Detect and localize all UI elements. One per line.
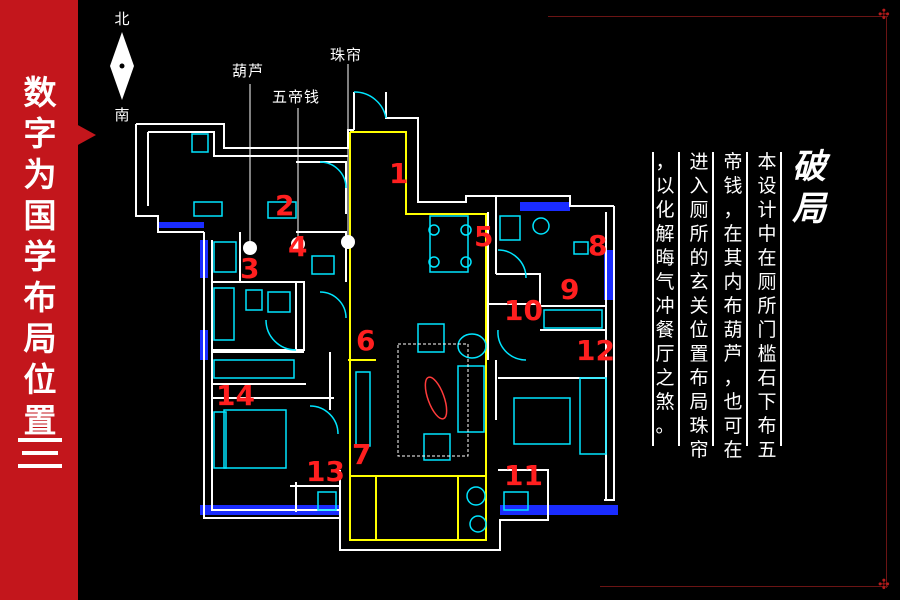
description-col-3: 进入厕所的玄关位置布局珠帘 [689,151,709,461]
coffee-table [424,376,448,420]
description-rule-2 [746,152,748,446]
heading-po-ju: 破局 [792,147,826,229]
compass-north: 北 [114,10,129,28]
room-number-3: 3 [240,252,259,285]
compass-south: 南 [114,106,129,124]
side-title: 数字为国学布局位置 [23,73,57,440]
room-number-13: 13 [306,455,345,488]
section-number-mark [18,432,62,472]
room-number-14: 14 [216,379,255,412]
room-number-7: 7 [352,438,371,471]
furniture [191,133,607,533]
compass-icon [110,32,134,100]
label-curtain: 珠帘 [330,46,363,64]
frame-line-right [886,16,887,588]
curtain-marker [341,235,355,249]
side-title-banner: 数字为国学布局位置 [0,0,78,600]
frame-line-bottom [600,586,888,587]
room-number-2: 2 [275,189,294,222]
annotation-markers [243,235,355,255]
room-number-9: 9 [560,273,579,306]
room-number-8: 8 [588,229,607,262]
room-number-6: 6 [356,324,375,357]
description-rule-1 [780,152,782,446]
room-numbers: 1 2 3 4 5 6 7 8 9 10 11 12 13 14 [216,157,615,492]
label-gourd: 葫芦 [232,62,265,80]
doors [265,91,527,435]
room-number-1: 1 [389,157,408,190]
description-rule-5 [652,152,654,446]
annotation-leaders [249,64,349,248]
walls [135,92,615,551]
rug [397,343,469,457]
frame-corner-bottom: ✣ [878,577,890,593]
description-col-1: 本设计中在厕所门槛石下布五 [757,151,777,461]
room-number-4: 4 [288,230,307,263]
room-number-11: 11 [504,459,543,492]
description-rule-4 [678,152,680,446]
coins-marker [291,237,305,251]
gourd-marker [243,241,257,255]
hallway [348,131,487,541]
room-number-10: 10 [504,294,543,327]
description-col-2: 帝钱，在其内布葫芦，也可在 [723,151,743,461]
description-col-4: ，以化解晦气冲餐厅之煞。 [655,151,675,437]
frame-line-top [548,16,888,17]
banner-arrow [76,124,96,146]
room-number-5: 5 [474,220,493,253]
label-coins: 五帝钱 [272,88,321,106]
room-number-12: 12 [576,334,615,367]
frame-corner-top: ✣ [878,7,890,23]
description-rule-3 [712,152,714,446]
